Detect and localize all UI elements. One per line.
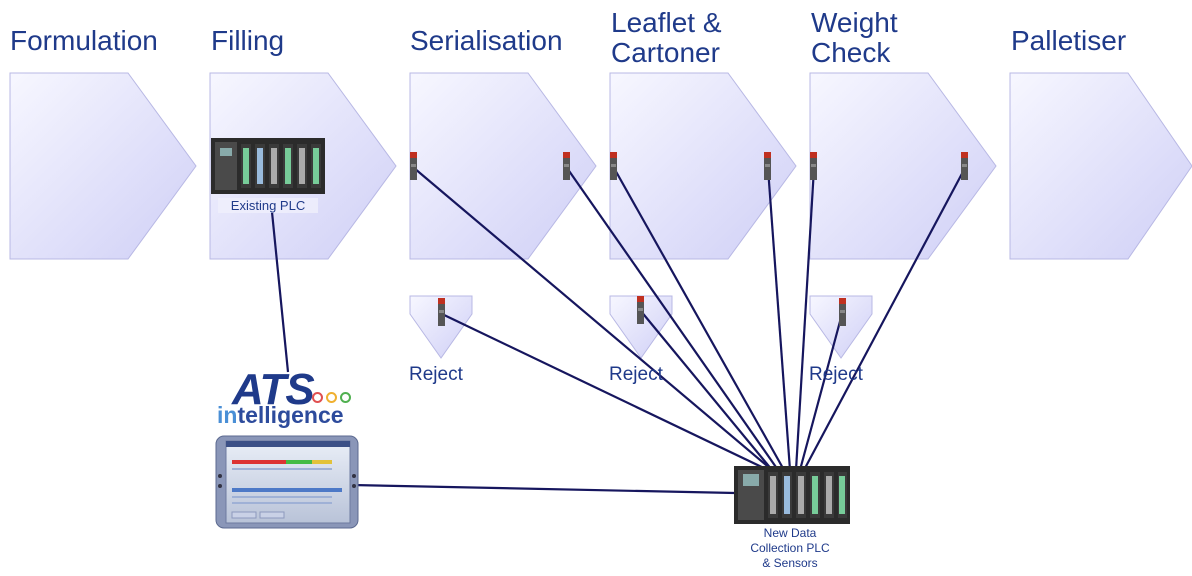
reject-label-weight: Reject bbox=[809, 364, 863, 385]
link-weight-in bbox=[794, 167, 816, 471]
intelligence-wordmark: intelligence bbox=[217, 402, 344, 428]
ats-logo: ATS bbox=[232, 365, 315, 414]
reject-label-leaflet: Reject bbox=[609, 364, 663, 385]
link-serialisation-in bbox=[413, 167, 773, 471]
link-leaflet-out bbox=[766, 167, 792, 471]
link-leaflet-in bbox=[613, 167, 785, 471]
stage-block-weight-check bbox=[809, 72, 997, 260]
link-hmi-to-new-plc bbox=[351, 483, 736, 495]
new-plc-caption: New Data Collection PLC & Sensors bbox=[715, 526, 865, 571]
stage-block-palletiser bbox=[1009, 72, 1192, 260]
link-reject-weight bbox=[798, 313, 844, 471]
sensor-icons bbox=[410, 152, 968, 326]
link-serialisation-out bbox=[566, 167, 779, 471]
reject-block-leaflet bbox=[609, 295, 673, 359]
existing-plc-caption: Existing PLC bbox=[218, 198, 318, 213]
logo-dot-green bbox=[340, 392, 351, 403]
stage-title-weight-check: Weight Check bbox=[811, 7, 898, 68]
reject-block-weight bbox=[809, 295, 873, 359]
existing-plc-rack bbox=[211, 138, 325, 194]
link-reject-serialisation bbox=[441, 313, 769, 471]
stage-title-formulation: Formulation bbox=[10, 25, 158, 56]
stage-title-serialisation: Serialisation bbox=[410, 25, 563, 56]
reject-block-serialisation bbox=[409, 295, 473, 359]
logo-dots bbox=[312, 390, 354, 408]
link-weight-out bbox=[803, 167, 966, 471]
new-plc-caption-line1: New Data bbox=[763, 526, 817, 540]
wordmark-rest: telligence bbox=[237, 402, 344, 428]
stage-title-filling: Filling bbox=[211, 25, 285, 56]
logo-dot-red bbox=[312, 392, 323, 403]
link-existing-plc-to-hmi bbox=[270, 211, 290, 373]
stage-title-leaflet-cartoner: Leaflet & Cartoner bbox=[611, 7, 722, 68]
sensor-links bbox=[270, 167, 966, 495]
stage-title-palletiser: Palletiser bbox=[1011, 25, 1127, 56]
stage-block-serialisation bbox=[409, 72, 597, 260]
new-plc-caption-line2: Collection PLC bbox=[750, 541, 830, 555]
hmi-tablet bbox=[215, 435, 359, 529]
new-plc-rack bbox=[734, 466, 850, 524]
link-reject-leaflet bbox=[639, 309, 773, 471]
wordmark-prefix: in bbox=[217, 402, 238, 428]
stage-block-formulation bbox=[9, 72, 197, 260]
new-plc-caption-line3: & Sensors bbox=[762, 556, 818, 570]
reject-label-serialisation: Reject bbox=[409, 364, 463, 385]
logo-dot-amber bbox=[326, 392, 337, 403]
